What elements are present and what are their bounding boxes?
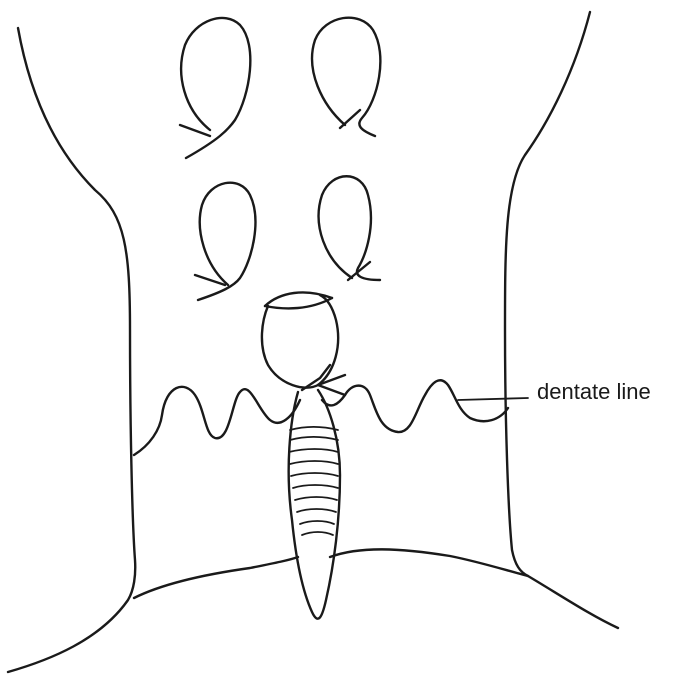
- anal-verge-line: [134, 557, 298, 598]
- dentate-line-label: dentate line: [537, 379, 651, 404]
- suture-loop-middle-left: [195, 183, 255, 300]
- ligated-hemorrhoid: [262, 292, 345, 395]
- dentate-line-leader: [458, 398, 528, 400]
- suture-loop-middle-right: [319, 176, 380, 280]
- canal-wall-right: [505, 12, 618, 628]
- canal-wall-left: [8, 28, 135, 672]
- dentate-line-left: [134, 387, 300, 455]
- excision-wound: [289, 390, 340, 619]
- suture-loop-top-left: [180, 18, 250, 158]
- suture-loop-top-right: [312, 18, 380, 136]
- anal-verge-line-right: [330, 549, 528, 576]
- dentate-line-right: [322, 380, 508, 432]
